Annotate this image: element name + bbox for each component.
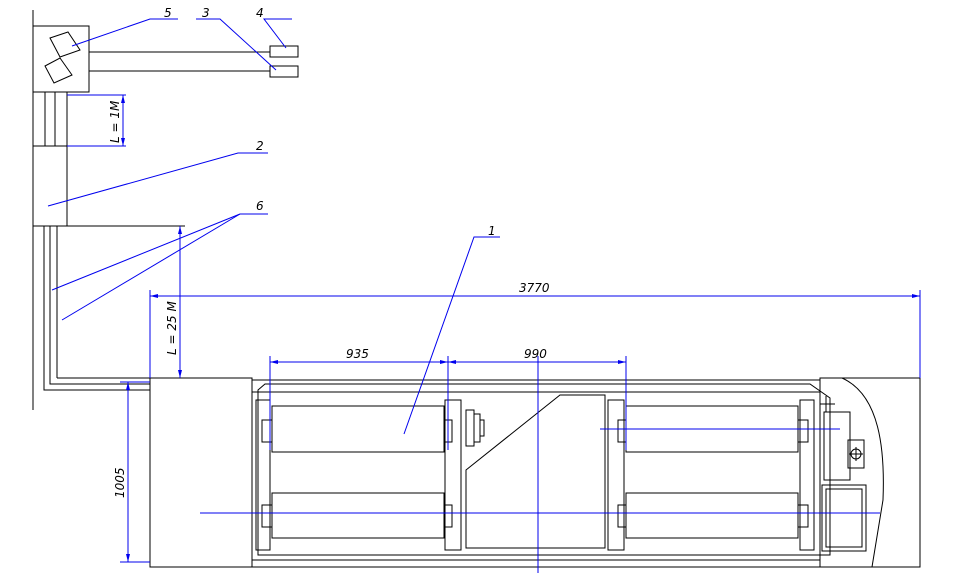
dimension-labels: 3770 935 990 1005 L = 1M L = 25 M <box>108 100 550 498</box>
fan-drum-2 <box>271 492 445 539</box>
air-curtain-unit <box>149 377 921 568</box>
dimension-lines <box>47 18 921 573</box>
gearbox <box>821 484 867 552</box>
callout-labels: 5 3 4 2 6 1 <box>164 6 496 238</box>
fan-drum-4 <box>625 492 799 539</box>
callout-6: 6 <box>256 199 264 213</box>
switch-5-upper <box>49 31 81 58</box>
left-end-cap <box>149 377 253 568</box>
callout-4: 4 <box>256 6 264 20</box>
dim-section-right: 990 <box>524 347 547 361</box>
motor <box>823 411 851 481</box>
fan-drum-1 <box>271 405 445 453</box>
end-cap-curve <box>841 377 884 568</box>
cable-conduit-1m <box>32 91 68 147</box>
junction-box-2 <box>32 145 68 227</box>
terminal-box <box>847 439 865 469</box>
housing-inner <box>257 383 831 556</box>
cable-6-inner <box>49 226 150 385</box>
sensor-4 <box>269 45 299 58</box>
callout-2: 2 <box>256 139 264 153</box>
cable-6-outer <box>43 226 150 391</box>
sensor-3 <box>269 65 299 78</box>
motor-housing <box>465 394 606 549</box>
dim-section-left: 935 <box>346 347 369 361</box>
callout-3: 3 <box>202 6 210 20</box>
callout-1: 1 <box>488 224 496 238</box>
dim-cable-short: L = 1M <box>108 100 122 143</box>
switch-5-lower <box>44 57 73 84</box>
dim-cable-long: L = 25 M <box>165 301 179 355</box>
callout-5: 5 <box>164 6 172 20</box>
dim-total-length: 3770 <box>519 281 550 295</box>
control-column <box>32 10 185 410</box>
pulley <box>465 409 475 447</box>
dim-height: 1005 <box>113 467 127 498</box>
right-end-cap <box>819 377 921 568</box>
